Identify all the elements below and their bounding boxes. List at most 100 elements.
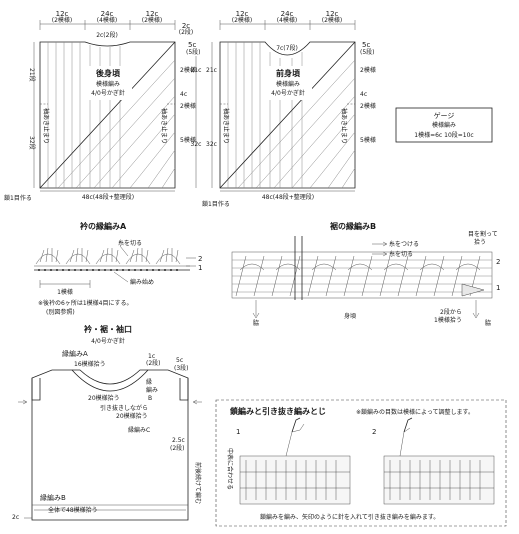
border-b-side-right: 脇	[485, 320, 491, 327]
front-rows3: 2模様	[360, 102, 376, 110]
back-top-right: 12c	[146, 10, 159, 18]
front-armhole-left: 袖あき止まり	[222, 108, 230, 144]
back-armhole-right: 袖あき止まり	[160, 108, 168, 144]
finish-c5: 5c	[176, 357, 183, 364]
border-b-pickup2: 拾う	[474, 238, 486, 246]
border-b-attach: 糸をつける	[389, 240, 419, 248]
back-armhole-left: 袖あき止まり	[42, 108, 50, 144]
front-rows4: 5模様	[360, 136, 376, 144]
join-caption: 鎖編みを編み、矢印のように針を入れて引き抜き編みを編みます。	[260, 513, 439, 521]
front-hook: 4/0号かぎ針	[271, 89, 305, 97]
border-a-title: 衿の縁編みA	[80, 221, 127, 231]
finish-c25: 2.5c	[172, 437, 185, 444]
front-shoulder-sub: (5段)	[360, 48, 375, 56]
finish-c2: 2c	[12, 514, 19, 521]
front-body-schematic: 12c (2模様) 24c (4模様) 12c (2模様) 7c(7段) 5c …	[202, 10, 376, 208]
finish-edge-label3: B	[148, 395, 152, 402]
finish-pick20: 20模様拾う	[88, 394, 120, 402]
back-right-lower: 32c	[191, 141, 202, 148]
back-left-lower: 32段	[28, 136, 36, 150]
border-b-title: 裾の縁編みB	[330, 221, 376, 231]
border-b-rows2: 2段から	[440, 308, 462, 316]
finish-edge-label1: 縁	[146, 378, 152, 386]
back-right-upper: 21c	[191, 67, 202, 74]
join-step2: 2	[372, 428, 376, 436]
front-rows1: 2模様	[360, 66, 376, 74]
border-b-side-left: 脇	[253, 320, 259, 327]
back-top-corner-sub: (2段)	[179, 28, 194, 36]
back-rows2: 4c	[180, 91, 187, 98]
border-a-note2: (別図参照)	[46, 308, 75, 316]
finish-pick16: 16模様拾う	[74, 360, 106, 368]
back-top-left: 12c	[56, 10, 69, 18]
back-rows3: 2模様	[180, 102, 196, 110]
border-a-note1: ※後衿の6ヶ所は1模様4目にする。	[38, 299, 133, 307]
finish-edge-a: 縁編みA	[62, 349, 88, 358]
back-rows4: 5模様	[180, 136, 196, 144]
back-top-right-sub: (2模様)	[142, 16, 163, 24]
finishing-schematic: 衿・裾・袖口 4/0号かぎ針 縁編みA 16模様拾う 1c (2段) 5c (3…	[12, 324, 202, 521]
back-top-mid: 24c	[101, 10, 114, 18]
back-rows1: 2模様	[180, 66, 196, 74]
back-shoulder-sub: (5段)	[186, 48, 201, 56]
gauge-box: ゲージ 模様編み 1模様=6c 10段=10c	[395, 107, 493, 143]
finish-slip1: 引き抜きしながら	[100, 404, 148, 412]
border-b-chart: 裾の縁編みB 糸をつける 糸を切る 目を割って 拾う 2 1	[231, 221, 500, 327]
back-top-corner: 2c	[182, 22, 190, 30]
join-center: 中表に合わせる	[226, 448, 234, 490]
back-hook: 4/0号かぎ針	[91, 89, 125, 97]
border-b-cut: 糸を切る	[389, 250, 413, 258]
front-bottom: 48c(48段+整理段)	[262, 193, 314, 201]
back-start: 鎖1目作る	[4, 194, 32, 202]
join-note: ※鎖編みの目数は模様によって調整します。	[356, 408, 474, 416]
front-top-left: 12c	[236, 10, 249, 18]
finish-c1: 1c	[148, 353, 155, 360]
front-rows2: 4c	[360, 91, 367, 98]
border-a-one: 1模様	[57, 288, 73, 296]
back-bottom: 48c(48段+整理段)	[82, 193, 134, 201]
back-top-left-sub: (2模様)	[52, 16, 73, 24]
finish-c1sub: (2段)	[146, 359, 161, 367]
finish-pick48: 全体で48模様拾う	[48, 506, 98, 514]
finish-c25sub: (2段)	[170, 444, 185, 452]
border-b-row1: 1	[496, 284, 500, 292]
gauge-stitch: 模様編み	[432, 121, 456, 129]
finish-title: 衿・裾・袖口	[84, 324, 132, 334]
border-a-row1: 1	[198, 264, 202, 272]
gauge-value: 1模様=6c 10段=10c	[414, 131, 473, 139]
back-stitch: 模様編み	[96, 80, 120, 88]
join-detail: 鎖編みと引き抜き編みとじ ※鎖編みの目数は模様によって調整します。 1 2 中表…	[215, 399, 507, 527]
back-left-upper: 21段	[28, 68, 36, 82]
front-title: 前身頃	[276, 68, 301, 78]
front-stitch: 模様編み	[276, 80, 300, 88]
front-top-left-sub: (2模様)	[232, 16, 253, 24]
front-left-upper: 21c	[206, 67, 217, 74]
back-body-schematic: 12c (2模様) 24c (4模様) 12c (2模様) 2c (2段)	[4, 10, 201, 202]
back-shoulder: 5c	[188, 41, 196, 49]
border-b-row2: 2	[496, 258, 500, 266]
finish-hook: 4/0号かぎ針	[91, 337, 125, 345]
finish-c5sub: (3段)	[174, 364, 189, 372]
finish-edge-label2: 編み	[146, 386, 158, 394]
border-a-chart: 衿の縁編みA 糸を切る	[34, 221, 202, 316]
front-start: 鎖1目作る	[202, 200, 230, 208]
front-top-right: 12c	[326, 10, 339, 18]
front-top-mid: 24c	[281, 10, 294, 18]
front-armhole-right: 袖あき止まり	[340, 108, 348, 144]
join-title: 鎖編みと引き抜き編みとじ	[230, 406, 326, 416]
front-top-right-sub: (2模様)	[322, 16, 343, 24]
gauge-title: ゲージ	[434, 111, 455, 120]
finish-sides: 前後続けて編む	[194, 462, 202, 504]
finish-slip2: 20模様拾う	[116, 412, 148, 420]
border-a-row2: 2	[198, 255, 202, 263]
front-left-lower: 32c	[206, 141, 217, 148]
front-top-mid-sub: (4模様)	[277, 16, 298, 24]
border-b-body: 身頃	[344, 312, 356, 320]
back-neck: 2c(2段)	[96, 31, 118, 39]
border-b-pickup1: 目を割って	[468, 230, 498, 238]
border-a-join: 編み始め	[130, 278, 154, 286]
front-neck: 7c(7段)	[276, 44, 298, 52]
back-top-mid-sub: (4模様)	[97, 16, 118, 24]
join-step1: 1	[236, 428, 240, 436]
finish-edge-b: 縁編みB	[40, 493, 66, 502]
